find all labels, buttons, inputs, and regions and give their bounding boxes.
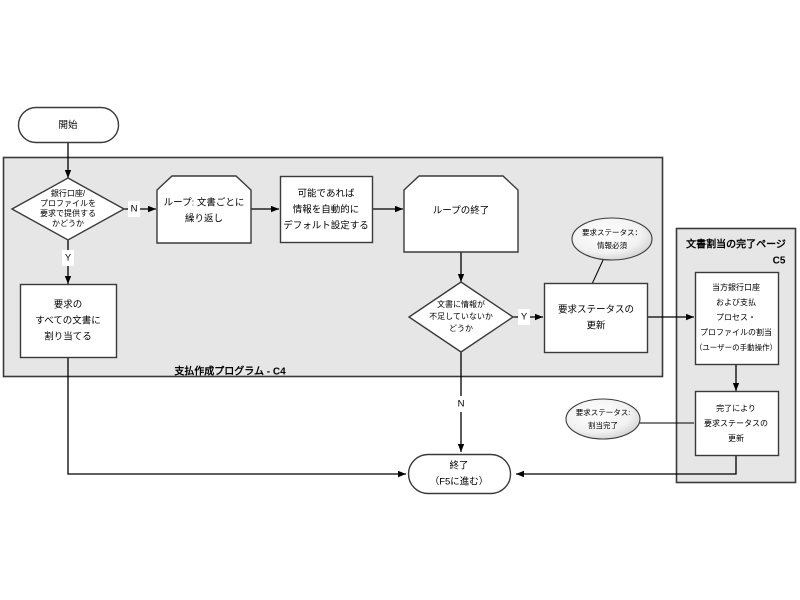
update-status-line-1: 要求ステータスの (558, 304, 634, 316)
missing-decision-line-3: どうか (449, 324, 473, 333)
auto-default-information-process[interactable]: 可能であれば 情報を自動的に デフォルト設定する (279, 175, 374, 244)
manual-assign-line-2: および支払 (716, 297, 756, 307)
manual-assign-sub-line: （ユーザーの手動操作） (695, 342, 777, 352)
c4-container-label: 支払作成プログラム - C4 (173, 365, 286, 378)
missing-decision-line-2: 不足していないか (429, 312, 493, 321)
update-status-on-completion-process[interactable]: 完了により 要求ステータスの 更新 (694, 390, 780, 457)
edge-label-bank-no: N (128, 201, 140, 217)
edge-label-missing-no-text: N (458, 399, 465, 410)
edge-label-missing-yes-text: Y (521, 312, 528, 323)
edge-label-missing-no: N (455, 396, 467, 412)
end-terminator-line-1: 終了 (449, 460, 468, 472)
annotation-request-status-assignment-complete: 要求ステータス: 割当完了 (565, 398, 641, 440)
leader-line-info-required (591, 257, 605, 285)
bank-decision-line-4: かどうか (52, 219, 84, 228)
missing-decision-line-1: 文書に情報が (437, 299, 485, 309)
bank-decision-line-3: 要求で提供する (40, 208, 96, 218)
annotation-request-status-info-required: 要求ステータス： 情報必須 (571, 217, 653, 261)
end-terminator[interactable]: 終了 （F5に進む） (407, 453, 512, 495)
assign-all-line-2: すべての文書に (35, 315, 100, 327)
loop-start-line-2: 繰り返し (185, 213, 223, 225)
auto-default-line-3: デフォルト設定する (283, 220, 369, 232)
c5-title-line-2: C5 (773, 256, 786, 267)
loop-start-per-document[interactable]: ループ: 文書ごとに 繰り返し (156, 175, 252, 244)
edge-update-on-complete-to-end (516, 455, 737, 478)
annotation-info-required-line-1: 要求ステータス： (582, 227, 642, 237)
bank-decision-line-2: プロファイルを (40, 199, 96, 208)
bank-decision-line-1: 銀行口座/ (51, 188, 86, 198)
auto-default-line-1: 可能であれば (298, 188, 355, 200)
start-terminator-label: 開始 (58, 119, 78, 131)
missing-information-decision[interactable]: 文書に情報が 不足していないか どうか (407, 281, 515, 353)
update-on-complete-line-1: 完了により (716, 403, 756, 413)
annotation-assignment-complete-line-1: 要求ステータス: (576, 407, 631, 417)
edge-label-bank-yes-text: Y (65, 253, 72, 264)
edge-label-bank-yes: Y (62, 250, 74, 266)
manual-assign-line-4: プロファイルの割当 (700, 327, 772, 337)
loop-end-label: ループの終了 (433, 205, 489, 217)
loop-start-line-1: ループ: 文書ごとに (164, 197, 245, 209)
assign-to-all-documents-process[interactable]: 要求の すべての文書に 割り当てる (19, 283, 118, 359)
manual-assign-line-1: 当方銀行口座 (712, 282, 760, 292)
assign-all-line-3: 割り当てる (44, 331, 92, 343)
edge-label-missing-yes: Y (518, 309, 530, 325)
auto-default-line-2: 情報を自動的に (293, 204, 360, 216)
manual-bank-account-assignment-process[interactable]: 当方銀行口座 および支払 プロセス・ プロファイルの割当 （ユーザーの手動操作） (694, 271, 780, 366)
edge-label-bank-no-text: N (131, 204, 138, 215)
annotation-info-required-line-2: 情報必須 (597, 240, 627, 250)
edge-assign-to-end (67, 358, 406, 478)
c5-title-line-1: 文書割当の完了ページ (686, 238, 786, 251)
end-terminator-line-2: （F5に進む） (430, 476, 489, 488)
update-on-complete-line-3: 更新 (728, 433, 744, 443)
update-on-complete-line-2: 要求ステータスの (704, 418, 768, 428)
manual-assign-line-3: プロセス・ (716, 313, 756, 322)
bank-account-profile-decision[interactable]: 銀行口座/ プロファイルを 要求で提供する かどうか (10, 177, 126, 241)
start-terminator[interactable]: 開始 (17, 106, 120, 144)
update-request-status-process[interactable]: 要求ステータスの 更新 (543, 282, 649, 354)
update-status-line-2: 更新 (586, 320, 606, 332)
annotation-assignment-complete-line-2: 割当完了 (588, 420, 618, 430)
assign-all-line-1: 要求の (54, 299, 83, 311)
loop-end[interactable]: ループの終了 (403, 175, 519, 253)
